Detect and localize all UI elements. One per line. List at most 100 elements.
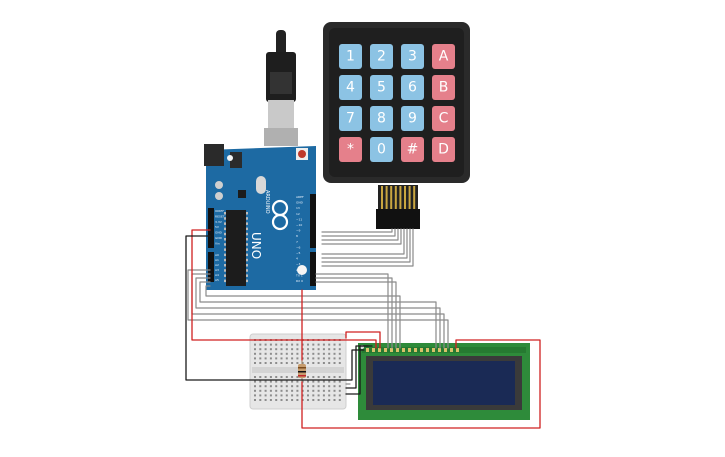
breadboard-hole	[322, 385, 325, 388]
chip-pin	[224, 232, 226, 236]
resistor-band-3	[298, 375, 306, 377]
breadboard-hole	[280, 389, 283, 392]
voltage-regulator	[230, 152, 242, 168]
breadboard-hole	[296, 362, 299, 364]
breadboard-hole	[317, 394, 320, 397]
wire-breadboard-5v	[345, 331, 381, 349]
key-4[interactable]: 4	[339, 75, 362, 100]
breadboard-hole	[312, 389, 315, 392]
chip-pin	[224, 264, 226, 267]
reset-button[interactable]	[298, 150, 306, 158]
breadboard-hole	[328, 380, 331, 383]
breadboard-hole	[254, 352, 256, 355]
key-label: 8	[377, 111, 386, 127]
key-2[interactable]: 2	[370, 44, 393, 69]
key-c[interactable]: C	[432, 106, 455, 131]
key-a[interactable]: A	[432, 44, 455, 69]
chip-pin	[224, 238, 226, 241]
breadboard-hole	[338, 389, 341, 392]
key-label: #	[407, 142, 419, 158]
lcd-pin	[426, 348, 429, 352]
breadboard-hole	[285, 389, 288, 392]
key-face	[432, 44, 455, 69]
chip-pin	[246, 217, 248, 220]
breadboard-hole	[307, 357, 309, 360]
key-8[interactable]: 8	[370, 106, 393, 131]
keypad-pin	[390, 186, 393, 210]
breadboard-hole	[312, 348, 315, 351]
wire-lcd-d7	[205, 285, 401, 349]
breadboard-hole	[259, 348, 262, 351]
analog-pin-label: A3	[215, 268, 219, 272]
key-7[interactable]: 7	[339, 106, 362, 131]
key-5[interactable]: 5	[370, 75, 393, 100]
key-face	[432, 106, 455, 131]
breadboard-hole	[307, 399, 309, 401]
breadboard-hole	[285, 385, 288, 388]
lcd-pin	[372, 348, 375, 352]
key-d[interactable]: D	[432, 137, 455, 162]
key-9[interactable]: 9	[401, 106, 424, 131]
key-0[interactable]: 0	[370, 137, 393, 162]
breadboard-hole	[280, 348, 283, 351]
wire-lcd-d6	[315, 281, 397, 349]
breadboard-hole	[280, 352, 283, 355]
lcd-pins	[366, 348, 459, 352]
breadboard-hole	[333, 357, 336, 360]
analog-header	[208, 252, 214, 282]
breadboard-hole	[275, 352, 278, 355]
breadboard-hole	[291, 389, 294, 392]
key-b[interactable]: B	[432, 75, 455, 100]
key-1[interactable]: 1	[339, 44, 362, 69]
breadboard-hole	[280, 357, 283, 360]
key-label: 6	[408, 80, 417, 96]
chip-pin	[246, 212, 248, 215]
breadboard-hole	[338, 385, 341, 388]
key-label: B	[439, 80, 449, 96]
breadboard-hole	[307, 376, 309, 378]
breadboard-hole	[338, 357, 341, 360]
breadboard-hole	[264, 362, 267, 364]
lcd-pin	[408, 348, 411, 352]
breadboard-hole	[328, 376, 331, 378]
analog-pin-label: A1	[215, 258, 219, 262]
breadboard-hole	[333, 352, 336, 355]
breadboard-hole	[312, 352, 315, 355]
breadboard-hole	[328, 394, 331, 397]
digital-pin-label: ~9	[296, 229, 301, 233]
key-3[interactable]: 3	[401, 44, 424, 69]
key-star[interactable]: *	[339, 137, 362, 162]
wire-lcd-vo	[345, 345, 373, 395]
breadboard-hole	[254, 343, 256, 346]
atmega-chip-pins	[224, 212, 248, 283]
breadboard-hole	[312, 343, 315, 346]
breadboard-hole	[307, 394, 309, 397]
breadboard-hole	[338, 399, 341, 401]
lcd-pin	[444, 348, 447, 352]
breadboard-hole	[264, 399, 267, 401]
digital-pin-label: AREF	[296, 195, 304, 199]
breadboard-hole	[301, 389, 304, 392]
wire-keypad-row2	[321, 228, 396, 237]
wire-keypad-row4	[321, 228, 402, 245]
breadboard-hole	[296, 389, 299, 392]
key-face	[432, 75, 455, 100]
key-hash[interactable]: #	[401, 137, 424, 162]
key-face	[370, 75, 393, 100]
chip-pin	[224, 222, 226, 225]
usb-chip	[238, 190, 246, 198]
digital-pin-label: 12	[296, 212, 300, 216]
breadboard-hole	[301, 394, 304, 397]
breadboard-hole	[296, 376, 299, 378]
breadboard-hole	[338, 343, 341, 346]
breadboard-hole	[333, 389, 336, 392]
power-header	[208, 208, 214, 248]
breadboard-hole	[254, 376, 256, 378]
breadboard-hole	[259, 357, 262, 360]
breadboard-hole	[264, 352, 267, 355]
key-6[interactable]: 6	[401, 75, 424, 100]
breadboard-hole	[269, 399, 272, 401]
breadboard-hole	[328, 352, 331, 355]
